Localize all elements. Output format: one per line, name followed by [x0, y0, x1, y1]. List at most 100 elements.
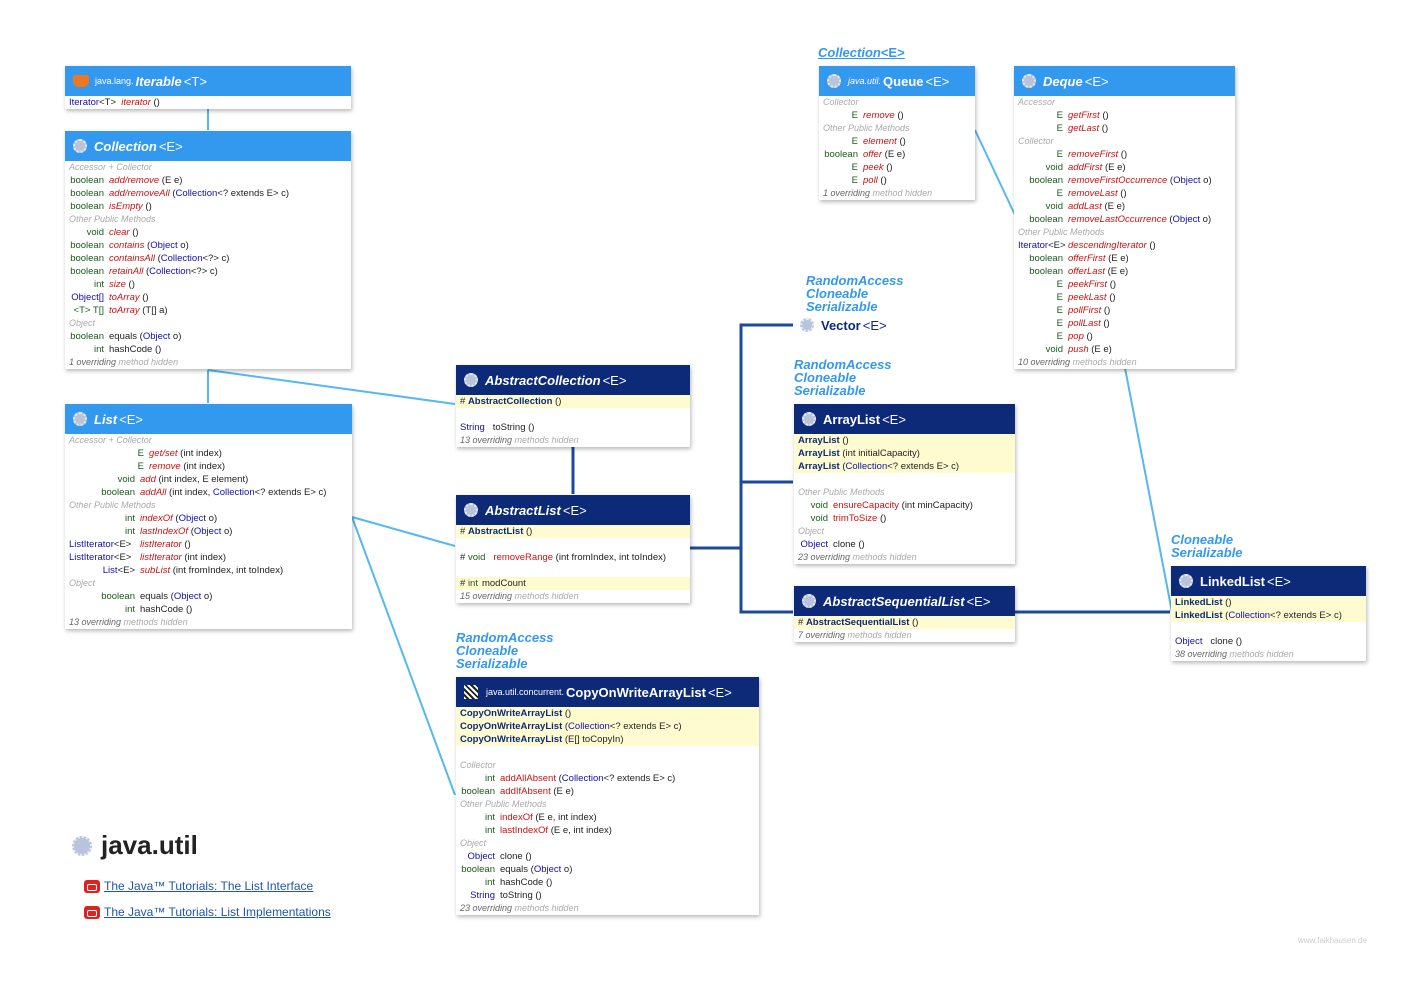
type-name: AbstractList: [485, 502, 561, 518]
type-name: List: [94, 411, 118, 427]
abstractsequentiallist-class-box[interactable]: AbstractSequentialList <E> # AbstractSeq…: [794, 586, 1015, 642]
cowal-class-box[interactable]: java.util.concurrent. CopyOnWriteArrayLi…: [456, 677, 759, 915]
overriding-footer: 13 overriding methods hidden: [69, 617, 188, 627]
queue-header[interactable]: java.util. Queue <E>: [819, 66, 975, 96]
tutorial-link-list-interface[interactable]: The Java™ Tutorials: The List Interface: [84, 879, 313, 893]
arraylist-class-box[interactable]: ArrayList <E> ArrayList () ArrayList (in…: [794, 404, 1015, 564]
type-name: LinkedList: [1200, 573, 1266, 589]
java-cup-icon: [73, 75, 89, 87]
abstractsequentiallist-header[interactable]: AbstractSequentialList <E>: [794, 586, 1015, 616]
section-label: Other Public Methods: [69, 500, 156, 510]
section-label: Other Public Methods: [1018, 227, 1105, 237]
method-row: <T> T[]toArray (T[] a): [73, 305, 168, 316]
vector-class-node[interactable]: Vector <E>: [800, 316, 887, 334]
type-params: <E>: [1267, 573, 1291, 589]
section-label: Accessor + Collector: [69, 162, 152, 172]
type-name: Deque: [1043, 73, 1083, 89]
section-label: Collector: [460, 760, 496, 770]
spacer-row: [456, 564, 690, 577]
constructor-row: CopyOnWriteArrayList (): [456, 707, 759, 720]
type-params: <E>: [707, 684, 732, 700]
gear-icon: [73, 139, 87, 153]
arraylist-header[interactable]: ArrayList <E>: [794, 404, 1015, 434]
constructor-row: # AbstractCollection (): [456, 395, 690, 408]
linkedlist-header[interactable]: LinkedList <E>: [1171, 566, 1366, 596]
method-row: List<E>subList (int fromIndex, int toInd…: [102, 565, 284, 576]
gear-icon: [802, 594, 816, 608]
spacer-row: [456, 538, 690, 551]
type-params: <E>: [119, 411, 143, 427]
package-title: java.util: [72, 830, 198, 861]
queue-superinterface-label[interactable]: Collection<E>: [818, 45, 905, 60]
type-name: Iterable: [135, 73, 182, 89]
type-params: <T>: [183, 73, 207, 89]
type-params: <E>: [562, 502, 587, 518]
abstractlist-class-box[interactable]: AbstractList <E> # AbstractList () # voi…: [456, 495, 690, 603]
type-name: Collection: [94, 138, 157, 154]
gear-icon: [1022, 74, 1036, 88]
spacer-row: [456, 746, 759, 759]
section-label: Object: [798, 526, 825, 536]
abstractlist-header[interactable]: AbstractList <E>: [456, 495, 690, 525]
overriding-footer: 23 overriding methods hidden: [460, 903, 579, 913]
constructor-row: ArrayList (Collection<? extends E> c): [794, 460, 1015, 473]
iterable-interface-box[interactable]: java.lang. Iterable <T> Iterator<T> iter…: [65, 66, 351, 109]
constructor-row: ArrayList (int initialCapacity): [794, 447, 1015, 460]
cowal-header[interactable]: java.util.concurrent. CopyOnWriteArrayLi…: [456, 677, 759, 707]
link-label[interactable]: The Java™ Tutorials: List Implementation…: [104, 905, 331, 919]
collection-interface-box[interactable]: Collection <E> Accessor + Collector bool…: [65, 131, 351, 369]
constructor-row: CopyOnWriteArrayList (Collection<? exten…: [456, 720, 759, 733]
method-row: ListIterator<E>listIterator (int index): [69, 552, 227, 563]
concurrent-icon: [464, 685, 478, 699]
oracle-icon: [84, 879, 100, 893]
linkedlist-class-box[interactable]: LinkedList <E> LinkedList () LinkedList …: [1171, 566, 1366, 661]
deque-header[interactable]: Deque <E>: [1014, 66, 1235, 96]
tutorial-link-list-implementations[interactable]: The Java™ Tutorials: List Implementation…: [84, 905, 331, 919]
abstractcollection-class-box[interactable]: AbstractCollection <E> # AbstractCollect…: [456, 365, 690, 447]
section-label: Other Public Methods: [69, 214, 156, 224]
overriding-footer: 23 overriding methods hidden: [798, 552, 917, 562]
abstractcollection-header[interactable]: AbstractCollection <E>: [456, 365, 690, 395]
type-name: AbstractSequentialList: [823, 593, 965, 609]
iterable-header[interactable]: java.lang. Iterable <T>: [65, 66, 351, 96]
type-params: <E>: [158, 138, 183, 154]
section-label: Other Public Methods: [460, 799, 547, 809]
collection-header[interactable]: Collection <E>: [65, 131, 351, 161]
gear-icon: [72, 835, 92, 856]
method-row: Object clone (): [1175, 636, 1243, 647]
type-params: <E>: [602, 372, 627, 388]
type-params: <E>: [882, 411, 906, 427]
section-label: Accessor: [1018, 97, 1056, 107]
package-prefix: java.lang.: [95, 75, 134, 86]
list-header[interactable]: List <E>: [65, 404, 352, 434]
type-params: <E>: [966, 593, 991, 609]
link-label[interactable]: The Java™ Tutorials: The List Interface: [104, 879, 314, 893]
section-label: Accessor + Collector: [69, 435, 152, 445]
